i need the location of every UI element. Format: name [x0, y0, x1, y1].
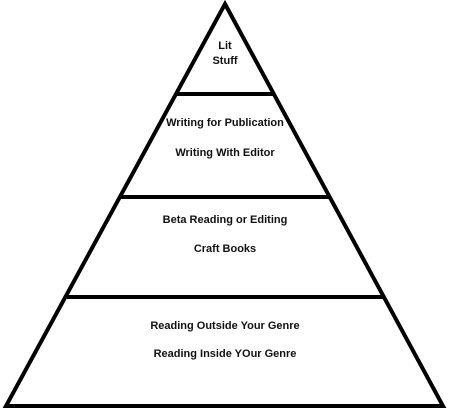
tier-1-line-2: Stuff: [212, 55, 237, 67]
tier-writing: Writing for Publication Writing With Edi…: [166, 117, 284, 159]
tier-4-line-1: Reading Outside Your Genre: [150, 320, 299, 332]
tier-4-line-2: Reading Inside YOur Genre: [154, 348, 297, 360]
tier-1-line-1: Lit: [218, 40, 232, 52]
tier-2-line-2: Writing With Editor: [175, 147, 275, 159]
tier-beta-reading: Beta Reading or Editing Craft Books: [163, 214, 288, 255]
tier-lit-stuff: Lit Stuff: [212, 40, 237, 67]
tier-reading: Reading Outside Your Genre Reading Insid…: [150, 320, 299, 360]
tier-3-line-1: Beta Reading or Editing: [163, 214, 288, 226]
tier-2-line-1: Writing for Publication: [166, 117, 284, 129]
tier-3-line-2: Craft Books: [194, 243, 256, 255]
